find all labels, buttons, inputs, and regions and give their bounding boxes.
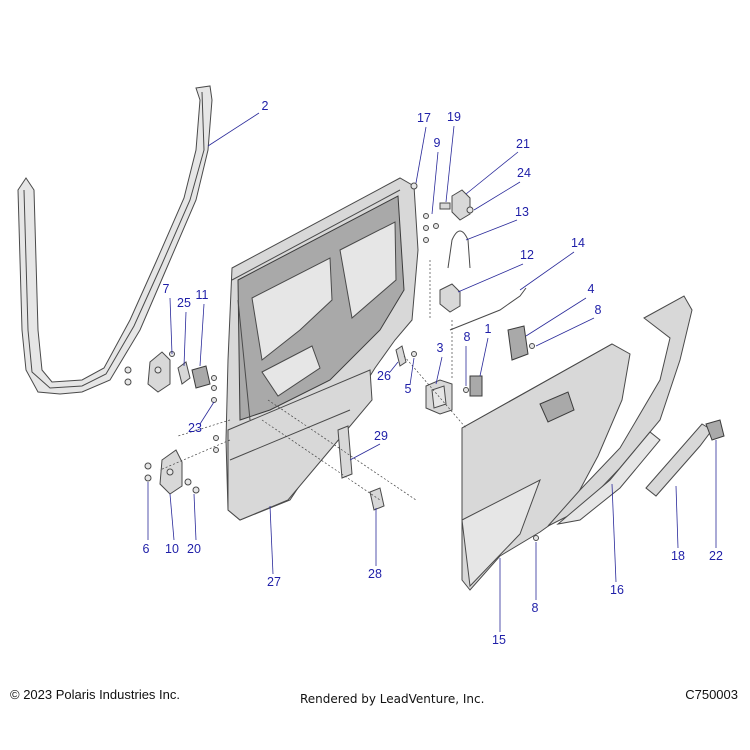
callout-11: 11	[196, 288, 209, 302]
callout-18: 18	[671, 549, 685, 563]
callout-8: 8	[464, 330, 471, 344]
callout-10: 10	[165, 542, 179, 556]
part-25-hinge-bracket	[177, 361, 191, 385]
callout-8: 8	[532, 601, 539, 615]
callout-26: 26	[377, 369, 391, 383]
callout-22: 22	[709, 549, 723, 563]
part-5-bolt	[411, 351, 417, 357]
callout-9: 9	[434, 136, 441, 150]
callout-3: 3	[437, 341, 444, 355]
callout-23: 23	[188, 421, 202, 435]
callout-27: 27	[267, 575, 281, 589]
part-27-door-frame	[225, 177, 419, 521]
part-24-nut	[466, 206, 474, 214]
part-15-outer-panel	[461, 343, 631, 591]
callout-24: 24	[517, 166, 531, 180]
part-11-hinge-pad	[191, 365, 211, 389]
part-8-clips	[463, 343, 539, 541]
assembly-lines	[159, 260, 467, 501]
callout-6: 6	[143, 542, 150, 556]
part-4-latch-mechanism	[507, 325, 529, 361]
figure-id: C750003	[685, 687, 738, 702]
part-14-latch-rod	[449, 287, 527, 331]
callout-12: 12	[520, 248, 534, 262]
part-16-outer-skin	[547, 295, 693, 527]
callout-4: 4	[588, 282, 595, 296]
part-19-bracket	[439, 202, 451, 210]
callout-8: 8	[595, 303, 602, 317]
callout-1: 1	[485, 322, 492, 336]
callout-20: 20	[187, 542, 201, 556]
part-26-clip	[395, 345, 407, 367]
part-17-screw	[410, 182, 418, 190]
part-7-upper-hinge	[147, 351, 171, 393]
part-21-striker-plate	[451, 189, 471, 221]
callout-28: 28	[368, 567, 382, 581]
part-28-bracket	[369, 487, 385, 511]
callout-13: 13	[515, 205, 529, 219]
callout-16: 16	[610, 583, 624, 597]
part-22-handle-cap	[705, 419, 725, 441]
callout-5: 5	[405, 382, 412, 396]
callout-15: 15	[492, 633, 506, 647]
callout-25: 25	[177, 296, 191, 310]
callout-2: 2	[262, 99, 269, 113]
part-10-lower-hinge	[159, 449, 183, 495]
callout-29: 29	[374, 429, 388, 443]
callout-14: 14	[571, 236, 585, 250]
callout-21: 21	[516, 137, 530, 151]
part-2-door-seal	[17, 85, 213, 395]
leader-lines	[147, 112, 717, 632]
rendered-by-text: Rendered by LeadVenture, Inc.	[300, 692, 485, 706]
part-1-handle-bezel	[469, 375, 483, 397]
part-9-screws	[423, 213, 439, 243]
part-13-cable-loop	[447, 230, 471, 269]
callout-7: 7	[163, 282, 170, 296]
part-12-latch	[439, 283, 461, 313]
part-18-outer-handle	[645, 423, 713, 497]
callout-19: 19	[447, 110, 461, 124]
callout-17: 17	[417, 111, 431, 125]
copyright-text: © 2023 Polaris Industries Inc.	[10, 687, 180, 702]
